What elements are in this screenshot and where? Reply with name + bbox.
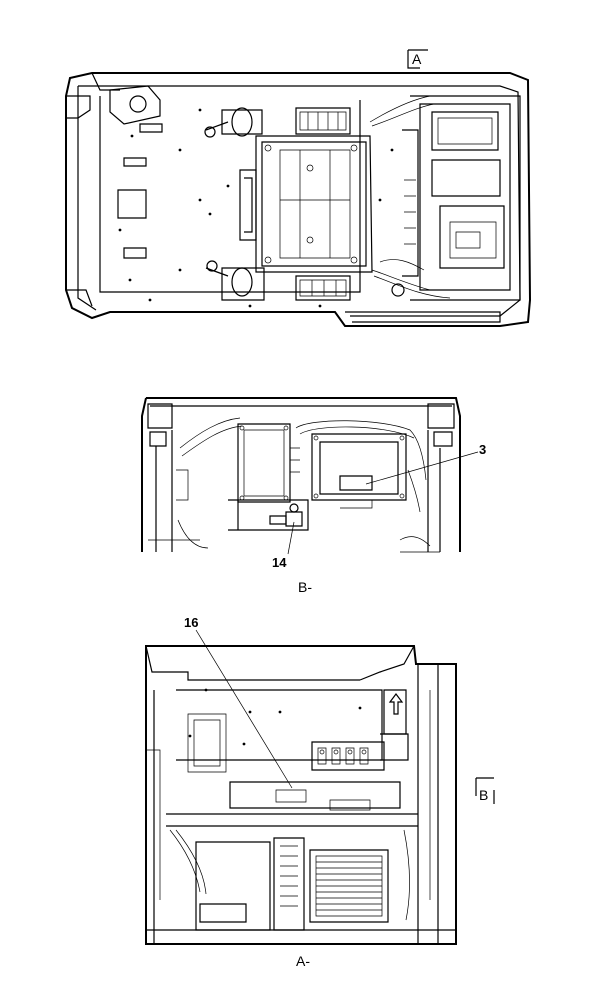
leader-16 — [195, 629, 293, 789]
top-plan-view — [65, 72, 532, 327]
callout-3: 3 — [479, 442, 487, 457]
callout-14: 14 — [272, 555, 287, 570]
section-label-b: B — [479, 787, 489, 803]
section-marker-a-arrow — [407, 49, 428, 69]
section-label-a: A — [412, 51, 422, 67]
callout-16: 16 — [184, 615, 199, 630]
view-b-caption: B- — [298, 579, 312, 595]
view-a-caption: A- — [296, 953, 310, 969]
section-marker-b-arrow — [475, 777, 495, 804]
view-a-drawing — [145, 645, 457, 945]
view-b-drawing — [141, 397, 461, 553]
leader-14 — [287, 521, 295, 555]
leader-3 — [365, 451, 479, 485]
